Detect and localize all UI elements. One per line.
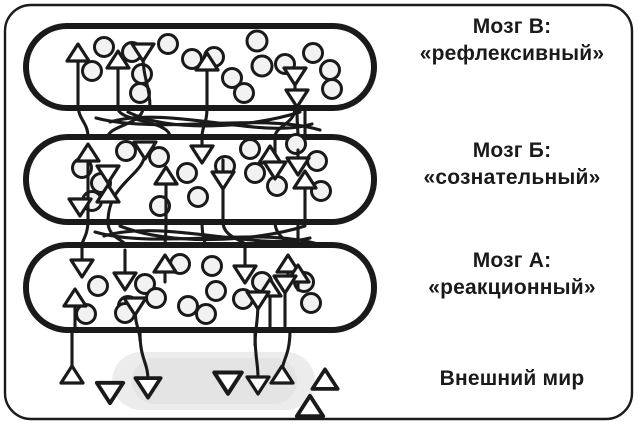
label-external-world-line1: Внешний мир — [439, 367, 585, 390]
brain-module-a — [23, 242, 377, 347]
label-brain-b-line2: «сознательный» — [423, 165, 601, 189]
connection-v-b-9 — [94, 116, 322, 132]
neurons-b — [71, 133, 332, 217]
label-brain-b-line1: Мозг Б: — [472, 139, 552, 162]
label-brain-v-line1: Мозг В: — [472, 15, 552, 38]
neurons-a — [75, 253, 322, 325]
connection-b-a-8 — [102, 229, 312, 243]
connection-b-a-9 — [93, 230, 320, 246]
label-external-world: Внешний мир — [398, 366, 626, 393]
ext-link-2 — [138, 330, 150, 382]
label-brain-a-line1: Мозг А: — [472, 249, 552, 272]
label-brain-a: Мозг А: «реакционный» — [398, 248, 626, 302]
brain-module-v — [23, 23, 377, 111]
label-brain-b: Мозг Б: «сознательный» — [398, 138, 626, 192]
connection-b-a-2 — [163, 220, 168, 247]
connection-v-b-1 — [116, 106, 172, 139]
label-brain-a-line2: «реакционный» — [428, 275, 596, 299]
label-brain-v: Мозг В: «рефлексивный» — [398, 14, 626, 68]
ext-link-3 — [253, 332, 260, 380]
label-brain-v-line2: «рефлексивный» — [419, 41, 605, 65]
brain-module-b — [23, 133, 377, 225]
